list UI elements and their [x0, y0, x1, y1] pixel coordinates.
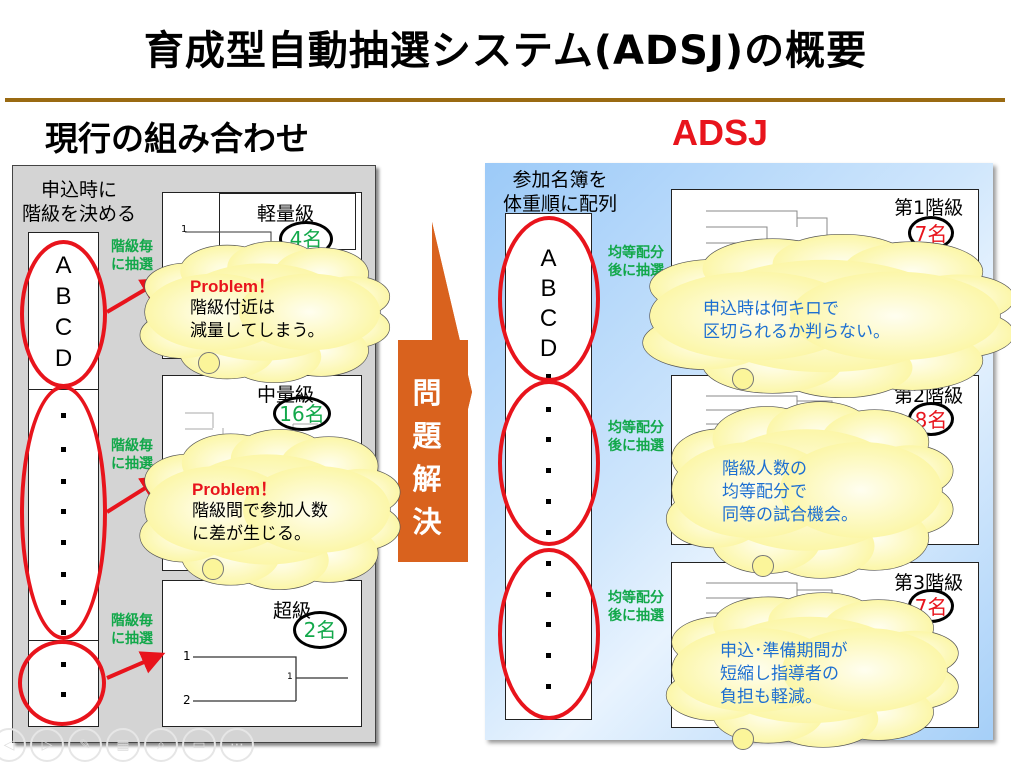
thought-bubble-tail	[732, 728, 754, 750]
right-caption: 参加名簿を 体重順に配列	[490, 168, 630, 216]
callout-line: 負担も軽減。	[720, 687, 822, 707]
caption-line: 参加名簿を	[512, 169, 608, 191]
bracket-lines	[193, 656, 348, 702]
group-oval	[18, 640, 106, 726]
callout-line: 同等の試合機会。	[722, 505, 858, 525]
group-oval	[498, 380, 600, 546]
thought-bubble-tail	[732, 368, 754, 390]
callout-line: 減量してしまう。	[190, 321, 325, 341]
callout-line: 均等配分で	[722, 482, 807, 502]
arrow	[106, 651, 166, 680]
bracket-heavyweight: 1 2 1 超級 2名	[162, 580, 362, 727]
problem-callout: Problem！ 階級付近は 減量してしまう。	[190, 272, 324, 343]
thought-cloud	[145, 437, 390, 582]
thought-cloud	[672, 600, 947, 740]
callout-line: に差が生じる。	[192, 524, 311, 544]
solution-label: 問題解決	[412, 376, 442, 539]
problem-label: Problem！	[192, 480, 278, 499]
group-oval	[498, 548, 600, 720]
left-caption: 申込時に 階級を決める	[14, 178, 144, 226]
draw-label: 階級毎に抽選	[111, 239, 153, 273]
class-name: 第3階級	[894, 572, 964, 594]
bracket-number: 1	[183, 649, 191, 663]
problem-label: Problem！	[190, 277, 276, 296]
caption-line: 体重順に配列	[502, 193, 617, 215]
problem-callout: Problem！ 階級間で参加人数 に差が生じる。	[192, 475, 328, 546]
class-count: 16名	[273, 396, 331, 431]
thought-bubble-tail	[202, 558, 224, 580]
thought-cloud	[145, 248, 380, 376]
draw-label: 階級毎に抽選	[111, 613, 153, 647]
thought-cloud	[672, 410, 942, 570]
solution-arrow-head	[398, 222, 472, 562]
callout-line: 申込時は何キロで	[703, 299, 839, 319]
zoom-icon[interactable]: ⌕	[144, 728, 178, 762]
bracket-number: 1	[287, 672, 293, 682]
draw-label: 均等配分後に抽選	[608, 590, 664, 624]
benefit-callout: 申込･準備期間が 短縮し指導者の 負担も軽減。	[720, 640, 848, 709]
class-count: 2名	[293, 611, 347, 649]
more-icon[interactable]: ⋯	[220, 728, 254, 762]
callout-line: 区切られるか判らない。	[703, 322, 890, 342]
class-name: 第1階級	[894, 197, 964, 219]
callout-line: 申込･準備期間が	[720, 641, 848, 661]
thought-bubble-tail	[198, 352, 220, 374]
thought-bubble-tail	[752, 555, 774, 577]
group-oval	[20, 385, 107, 640]
callout-line: 階級間で参加人数	[192, 501, 328, 521]
slide-title: 育成型自動抽選システム(ADSJ)の概要	[143, 28, 868, 74]
draw-label: 均等配分後に抽選	[608, 245, 664, 279]
bracket-number: 2	[183, 693, 191, 707]
callout-line: 階級人数の	[722, 459, 807, 479]
subtitles-icon[interactable]: ▭	[182, 728, 216, 762]
thought-cloud	[650, 242, 1011, 390]
slides-icon[interactable]: ▦	[106, 728, 140, 762]
caption-line: 申込時に	[40, 179, 117, 201]
benefit-callout: 申込時は何キロで 区切られるか判らない。	[703, 298, 890, 344]
title-divider	[5, 98, 1005, 102]
slideshow-controls: ◁▷✎▦⌕▭⋯	[0, 728, 254, 762]
class-name: 軽量級	[257, 203, 315, 225]
previous-icon[interactable]: ◁	[0, 728, 26, 762]
draw-label: 階級毎に抽選	[111, 438, 153, 472]
caption-line: 階級を決める	[21, 203, 136, 225]
next-icon[interactable]: ▷	[30, 728, 64, 762]
callout-line: 階級付近は	[190, 298, 275, 318]
callout-line: 短縮し指導者の	[720, 664, 839, 684]
pen-icon[interactable]: ✎	[68, 728, 102, 762]
bracket-number: 1	[181, 224, 188, 235]
right-heading: ADSJ	[672, 112, 769, 153]
group-oval	[498, 216, 600, 382]
left-heading: 現行の組み合わせ	[45, 119, 309, 158]
draw-label: 均等配分後に抽選	[608, 420, 664, 454]
benefit-callout: 階級人数の 均等配分で 同等の試合機会。	[722, 458, 858, 527]
